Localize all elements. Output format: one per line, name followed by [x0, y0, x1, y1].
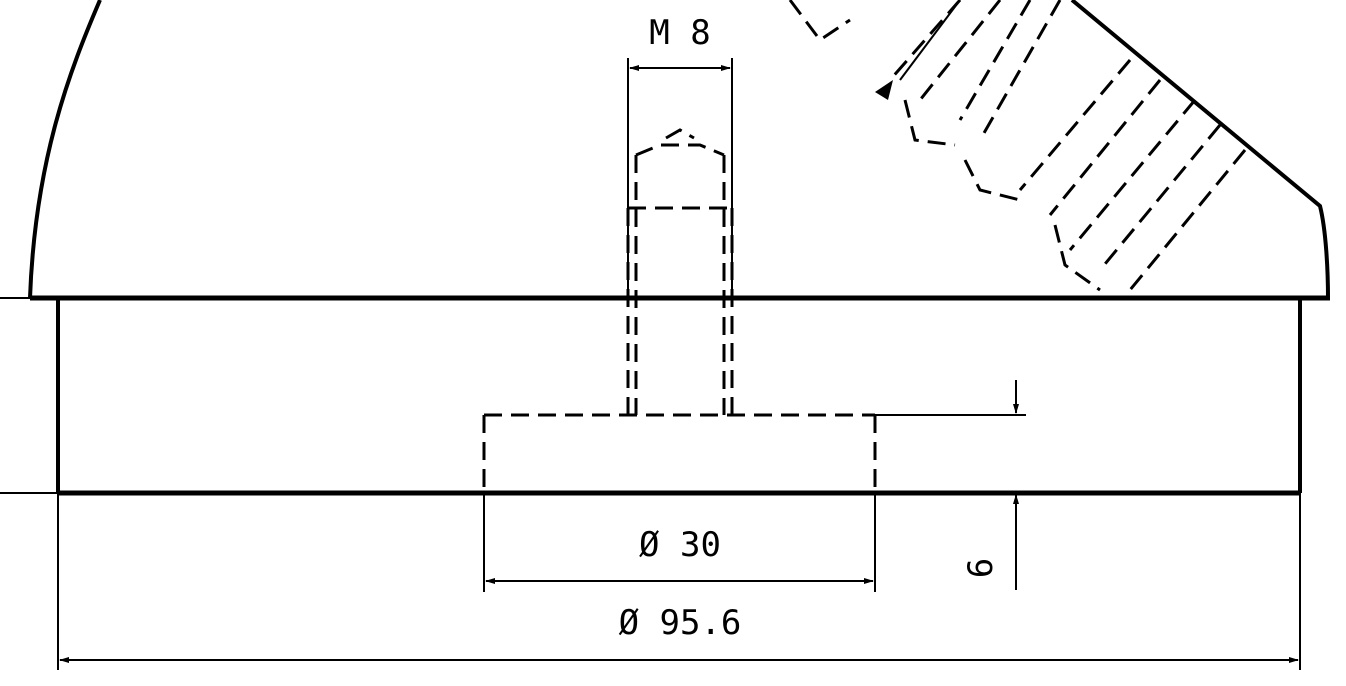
m8-threaded-hole-hidden: [626, 128, 734, 415]
dome-cap-outline: [28, 0, 102, 299]
recess-depth-label: 6: [961, 558, 1001, 578]
recess-diameter-dimension: [483, 493, 876, 592]
recess-depth-dimension: [875, 380, 1026, 590]
outer-diameter-dimension: [57, 493, 1301, 670]
inclined-arrow-mark: [875, 80, 893, 100]
recess-hidden-outline: [482, 413, 877, 493]
m8-dimension: [627, 58, 733, 298]
inclined-axis-line: [899, 0, 961, 81]
recess-diameter-label: Ø 30: [639, 525, 721, 565]
outer-diameter-label: Ø 95.6: [619, 603, 742, 643]
inclined-threaded-hole-hidden: [788, 0, 1247, 292]
m8-dimension-label: M 8: [649, 13, 710, 53]
dome-cap-right-outline: [1070, 0, 1330, 299]
